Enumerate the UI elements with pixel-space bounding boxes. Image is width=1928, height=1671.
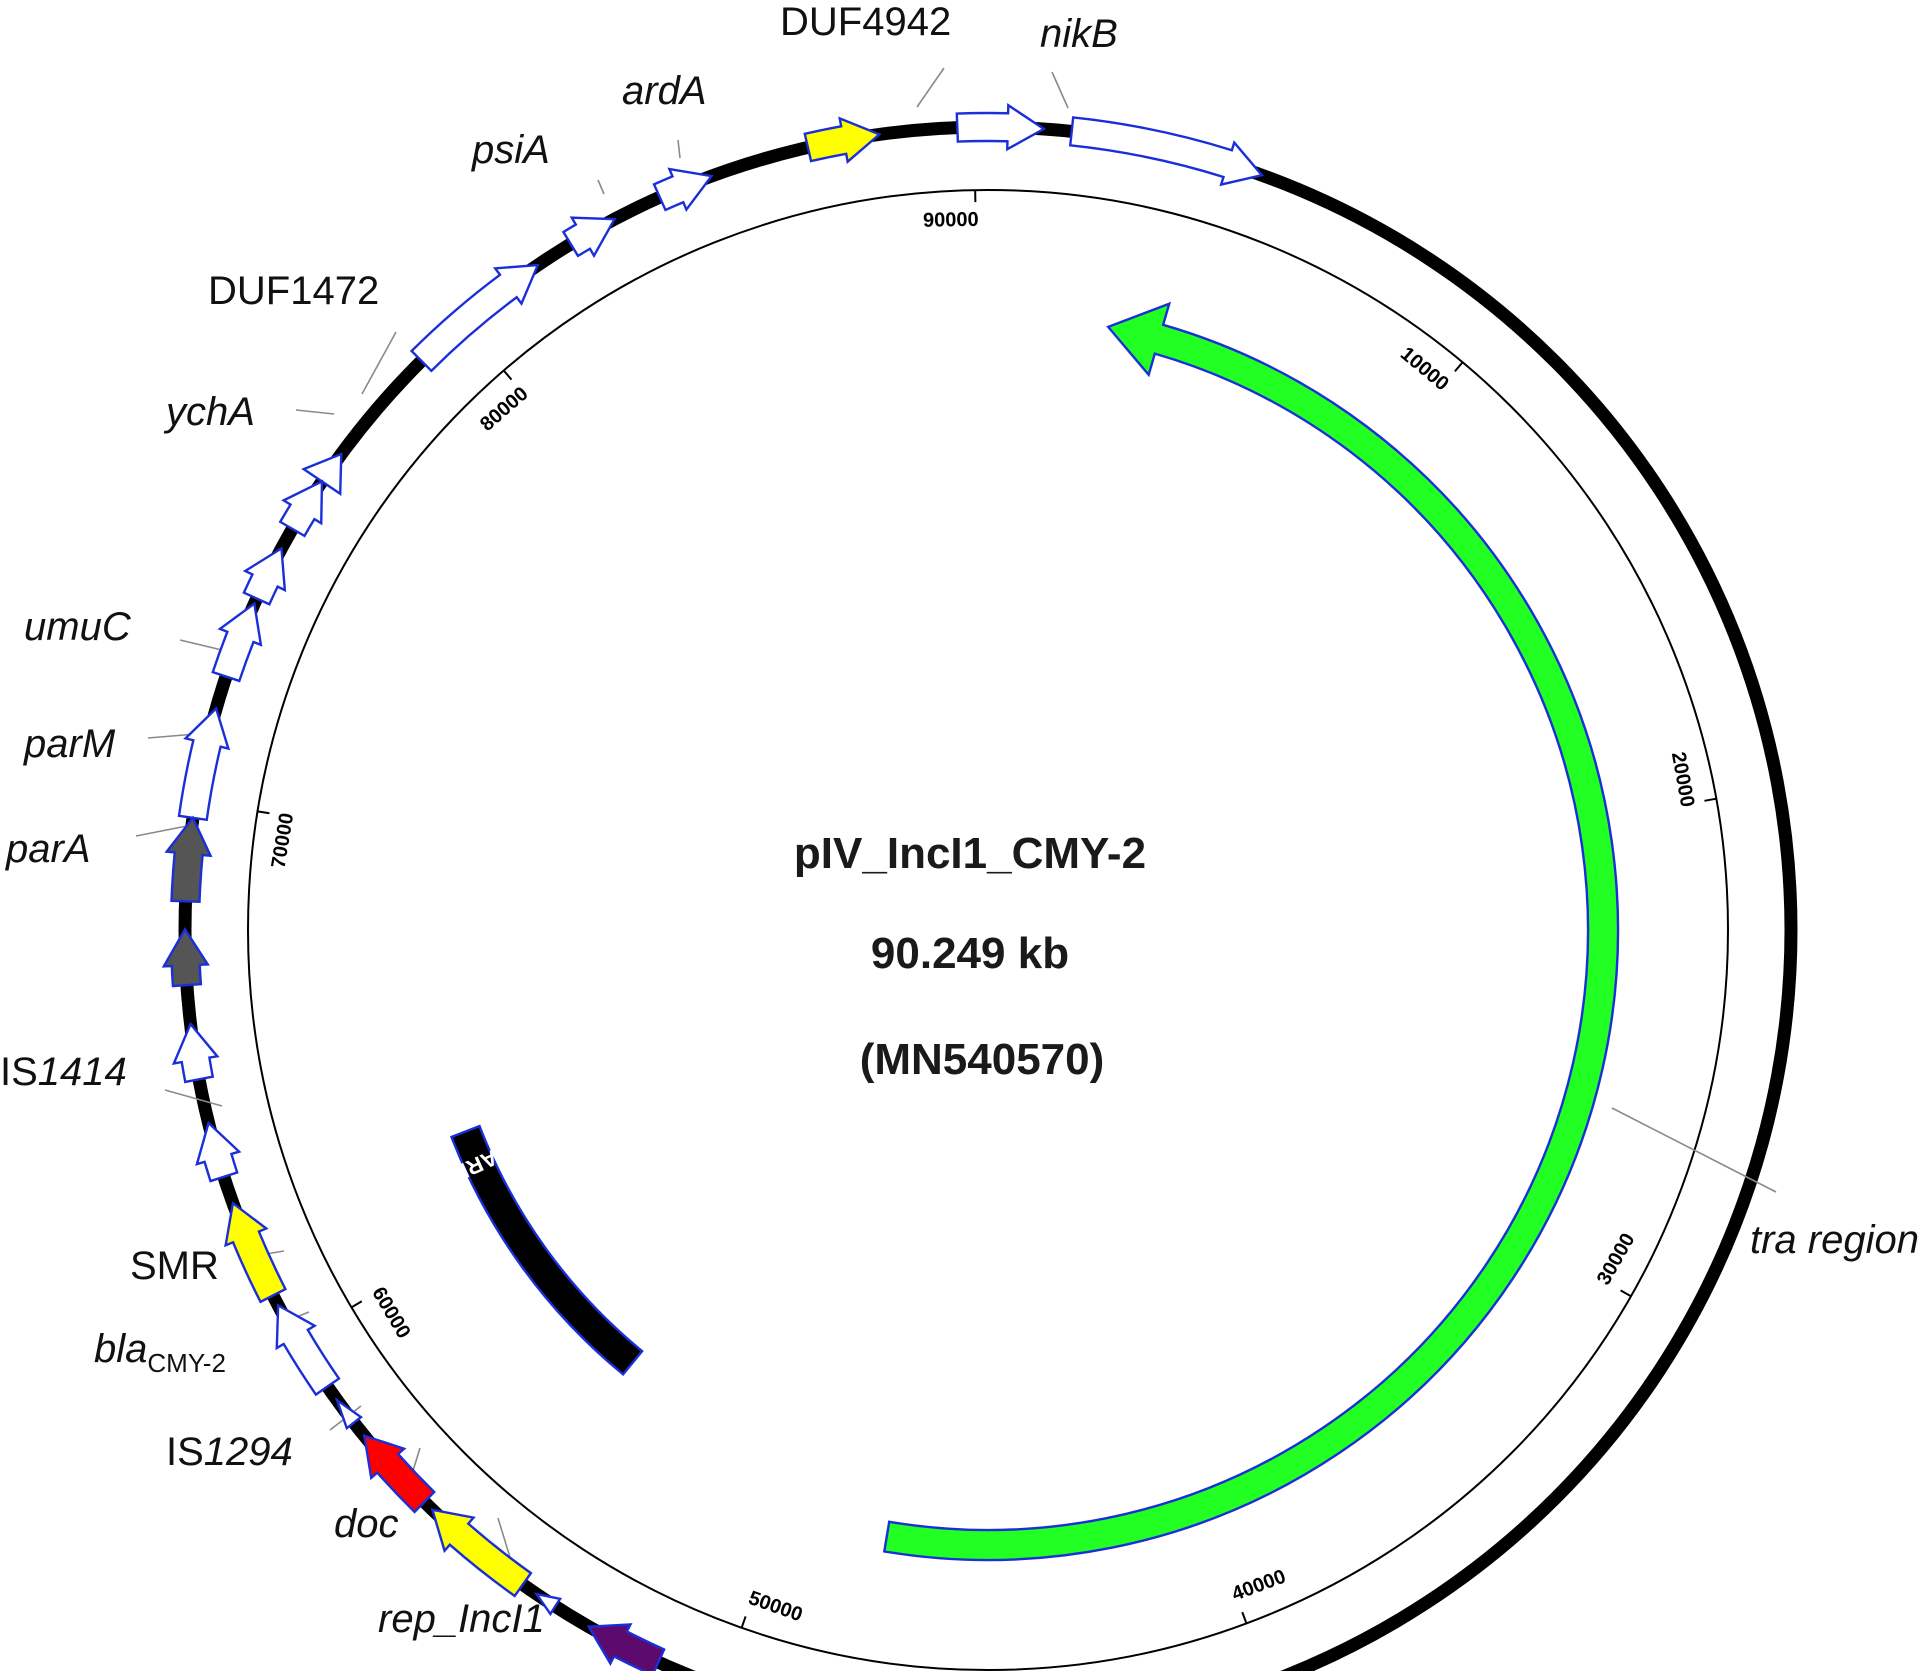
leader-line — [135, 824, 193, 837]
gene-label-blaCMY2: blaCMY-2 — [94, 1327, 226, 1378]
gene-duf4942 — [955, 103, 1047, 152]
plasmid-size: 90.249 kb — [871, 929, 1069, 978]
label-part: 1414 — [38, 1050, 127, 1094]
gene-label-tra: tra region — [1750, 1218, 1919, 1262]
gene-label-parA: parA — [5, 827, 91, 871]
tick-mark — [257, 810, 270, 815]
tick-label: 10000 — [1396, 343, 1453, 396]
gene-is1414 — [224, 1201, 288, 1304]
tick-label: 90000 — [923, 209, 979, 232]
tick-mark — [1704, 797, 1717, 802]
leader-line — [179, 639, 227, 652]
leader-line — [677, 139, 681, 159]
gene-orf63 — [195, 1120, 242, 1183]
leader-line — [916, 67, 945, 108]
label-part: CMY-2 — [147, 1348, 226, 1378]
label-part: 1294 — [204, 1430, 293, 1474]
label-part: rep_IncI1 — [378, 1597, 545, 1641]
label-part: DUF4942 — [780, 0, 951, 44]
leader-line — [597, 179, 605, 195]
gene-orf60 — [275, 1303, 341, 1397]
gene-label-duf1472: DUF1472 — [208, 269, 379, 313]
gene-orf73 — [211, 601, 263, 683]
gene-blaCMY2 — [362, 1434, 436, 1514]
tick-label: 80000 — [476, 383, 532, 436]
tick-mark — [1620, 1289, 1632, 1298]
gene-ardA-y — [803, 116, 882, 164]
gene-is1294 — [430, 1508, 533, 1598]
label-part: bla — [94, 1327, 147, 1371]
leaders-layer — [135, 67, 1777, 1578]
gene-ychA — [278, 479, 324, 538]
regions-layer: ARI — [449, 301, 1620, 1562]
label-part: tra region — [1750, 1218, 1919, 1262]
tick-label: 20000 — [1667, 750, 1699, 809]
label-part: DUF1472 — [208, 269, 379, 313]
plasmid-name: pIV_IncI1_CMY-2 — [794, 829, 1146, 878]
gene-label-is1294: IS1294 — [166, 1430, 293, 1474]
tick-label: 50000 — [746, 1587, 806, 1626]
ticks-layer: 10000 20000 30000 40000 50000 60000 70000 80000… — [257, 190, 1717, 1629]
labels-layer: DUF4942 nikB ardA psiA DUF1472 ychA umuC parM pa… — [0, 0, 1919, 1641]
tick-mark — [740, 1616, 747, 1629]
gene-label-is1414: IS1414 — [0, 1050, 127, 1094]
tick-mark — [1241, 1611, 1248, 1624]
gene-label-psiA: psiA — [471, 128, 550, 172]
label-part: IS — [166, 1430, 204, 1474]
tick-label: 30000 — [1593, 1230, 1640, 1289]
label-part: ardA — [622, 69, 707, 113]
gene-ardA — [652, 167, 714, 212]
gene-repIncI1 — [586, 1623, 666, 1671]
tick-label: 60000 — [367, 1283, 414, 1342]
scale-ring — [247, 189, 1729, 1671]
gene-smr — [334, 1397, 363, 1431]
tick-mark — [1454, 361, 1464, 373]
features-layer — [161, 103, 1265, 1671]
tick-mark — [502, 369, 513, 381]
gene-label-nikB: nikB — [1040, 12, 1118, 56]
gene-label-ardA: ardA — [622, 69, 707, 113]
leader-line — [164, 1089, 223, 1107]
gene-label-parM: parM — [23, 722, 116, 766]
region-tra — [882, 301, 1620, 1562]
gene-label-duf4942: DUF4942 — [780, 0, 951, 44]
leader-line — [1611, 1107, 1777, 1193]
gene-orf80 — [409, 263, 540, 373]
gene-nikB — [1068, 116, 1265, 187]
gene-doc — [533, 1592, 563, 1617]
label-part: IS — [0, 1050, 38, 1094]
gene-orf65 — [171, 1021, 220, 1084]
gene-psiA — [561, 216, 617, 259]
gene-label-doc: doc — [334, 1502, 399, 1546]
label-part: ychA — [163, 390, 255, 434]
tick-label: 40000 — [1229, 1566, 1289, 1606]
plasmid-accession: (MN540570) — [860, 1035, 1105, 1084]
region-ari — [449, 1124, 644, 1377]
label-part: psiA — [471, 128, 550, 172]
label-part: parM — [23, 722, 116, 766]
gene-umuC — [177, 706, 231, 822]
label-part: nikB — [1040, 12, 1118, 56]
gene-label-umuC: umuC — [24, 605, 132, 649]
leader-line — [361, 331, 397, 395]
tick-label: 70000 — [268, 811, 299, 869]
label-part: doc — [334, 1502, 399, 1546]
gene-label-smr: SMR — [130, 1244, 219, 1288]
leader-line — [295, 409, 335, 415]
gene-label-repIncI1: rep_IncI1 — [378, 1597, 545, 1641]
gene-label-ychA: ychA — [163, 390, 255, 434]
gene-parA — [161, 926, 210, 988]
gene-orf74 — [242, 546, 287, 606]
label-part: umuC — [24, 605, 132, 649]
leader-line — [1051, 71, 1069, 109]
label-part: parA — [5, 827, 91, 871]
gene-parM — [164, 815, 213, 904]
tick-mark — [350, 1300, 363, 1309]
label-part: SMR — [130, 1244, 219, 1288]
